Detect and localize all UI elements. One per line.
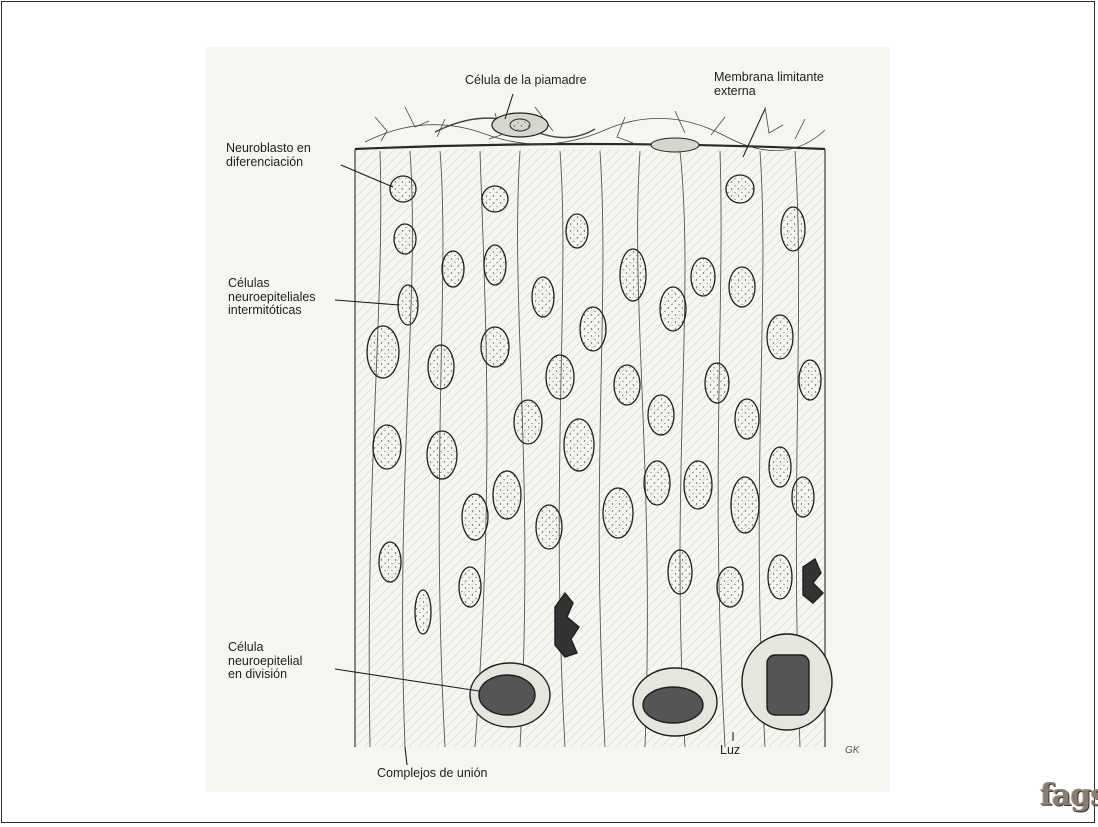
- junction-complexes-label: Complejos de unión: [377, 767, 488, 781]
- pia-cell-label: Célula de la piamadre: [465, 74, 587, 88]
- dividing-cell-label: Célula neuroepitelial en división: [228, 641, 302, 682]
- external-limiting-membrane-label: Membrana limitante externa: [714, 71, 824, 98]
- artist-signature: GK: [845, 744, 859, 758]
- fags-logo: fags: [1040, 778, 1098, 813]
- intermitotic-cells-label: Células neuroepiteliales intermitóticas: [228, 277, 316, 318]
- lumen-label: Luz: [720, 744, 740, 758]
- histology-figure: Célula de la piamadre Membrana limitante…: [205, 47, 890, 792]
- differentiating-neuroblast-label: Neuroblasto en diferenciación: [226, 142, 311, 169]
